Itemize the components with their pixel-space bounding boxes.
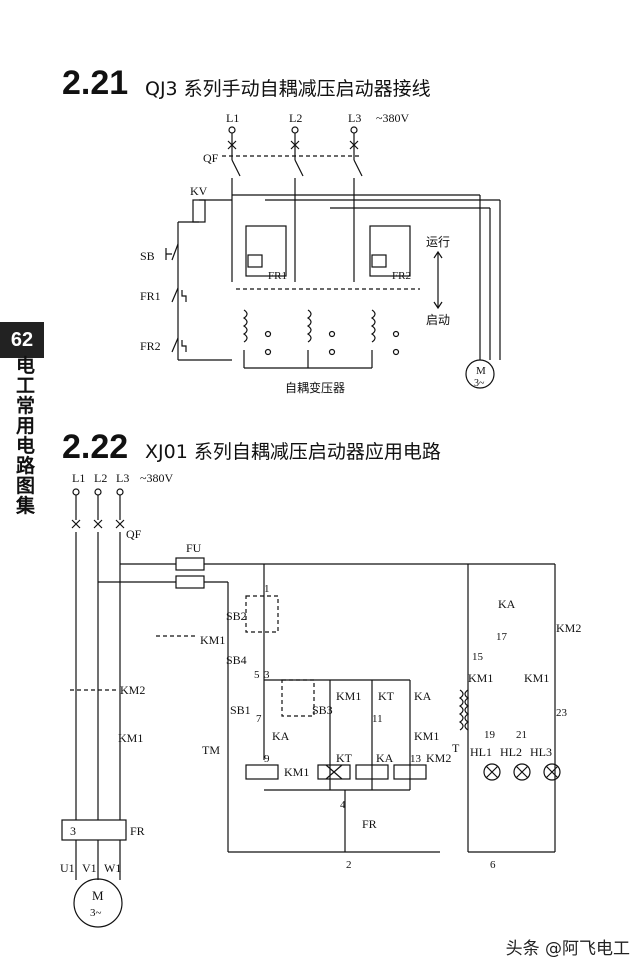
node-2: 2 xyxy=(346,859,352,871)
label-t: T xyxy=(452,741,460,755)
label-ka-hl: KA xyxy=(498,597,516,611)
label-km1-hl-b: KM1 xyxy=(524,671,549,685)
node-4: 4 xyxy=(340,799,346,811)
label-km1-contact: KM1 xyxy=(336,689,361,703)
label-voltage: ~380V xyxy=(376,111,409,125)
label-v1: V1 xyxy=(82,861,97,875)
label-motor-1: M xyxy=(476,365,486,377)
label-start: 启动 xyxy=(426,313,450,327)
label-l3: L3 xyxy=(348,111,361,125)
label-autotransformer: 自耦变压器 xyxy=(285,380,345,395)
label-sb1: SB1 xyxy=(230,703,251,717)
label-motor-phase-1: 3~ xyxy=(474,378,485,389)
label-km2-hl: KM2 xyxy=(556,621,581,635)
watermark: 头条 @阿飞电工 xyxy=(505,939,630,959)
label-motor-2: M xyxy=(92,888,104,903)
label-sb4: SB4 xyxy=(226,653,247,667)
label-tm: TM xyxy=(202,743,220,757)
label-voltage-2: ~380V xyxy=(140,471,173,485)
label-fr1-heater: FR1 xyxy=(268,270,287,282)
label-fr-contact: FR xyxy=(362,817,377,831)
label-km2-coil: KM2 xyxy=(426,751,451,765)
label-ka-contact: KA xyxy=(414,689,432,703)
label-qf: QF xyxy=(203,151,219,165)
node-6: 6 xyxy=(490,859,496,871)
label-motor-phase-2: 3~ xyxy=(90,907,102,919)
node-19: 19 xyxy=(484,729,496,741)
label-km1-hl-a: KM1 xyxy=(468,671,493,685)
section-2-22-number: 2.22 xyxy=(62,428,129,466)
section-2-22-title: XJ01 系列自耦减压启动器应用电路 xyxy=(145,441,441,463)
label-qf-2: QF xyxy=(126,527,142,541)
section-2-21-number: 2.21 xyxy=(62,64,129,102)
label-ka-coil: KA xyxy=(376,751,394,765)
label-run: 运行 xyxy=(426,235,450,249)
label-l1-2: L1 xyxy=(72,471,85,485)
label-w1: W1 xyxy=(104,861,121,875)
node-21: 21 xyxy=(516,729,527,741)
node-1: 1 xyxy=(264,583,270,595)
diagram-2-22: L1 L2 L3 ~380V QF FU 1 3 5 7 9 11 13 4 2… xyxy=(60,471,581,928)
label-km1-nc: KM1 xyxy=(414,729,439,743)
label-l2: L2 xyxy=(289,111,302,125)
label-l2-2: L2 xyxy=(94,471,107,485)
node-3: 3 xyxy=(264,669,270,681)
label-km1-main: KM1 xyxy=(200,633,225,647)
label-fr2-heater: FR2 xyxy=(392,270,411,282)
label-hl1: HL1 xyxy=(470,745,492,759)
label-fu: FU xyxy=(186,541,202,555)
label-kt-contact: KT xyxy=(378,689,395,703)
page-number-tab: 62 xyxy=(0,322,44,358)
label-km1-star: KM1 xyxy=(118,731,143,745)
label-kv: KV xyxy=(190,184,208,198)
label-kt-coil: KT xyxy=(336,751,353,765)
node-23: 23 xyxy=(556,707,568,719)
label-sb: SB xyxy=(140,249,155,263)
label-sb3: SB3 xyxy=(312,703,333,717)
label-u1: U1 xyxy=(60,861,75,875)
label-fr1: FR1 xyxy=(140,289,161,303)
label-sb2: SB2 xyxy=(226,609,247,623)
section-2-21-title: QJ3 系列手动自耦减压启动器接线 xyxy=(145,78,431,100)
node-13: 13 xyxy=(410,753,422,765)
label-hl2: HL2 xyxy=(500,745,522,759)
label-ka-nc: KA xyxy=(272,729,290,743)
label-l3-2: L3 xyxy=(116,471,129,485)
label-fr-main: FR xyxy=(130,824,145,838)
node-15: 15 xyxy=(472,651,484,663)
node-17: 17 xyxy=(496,631,508,643)
label-hl3: HL3 xyxy=(530,745,552,759)
label-l1: L1 xyxy=(226,111,239,125)
label-km2-main: KM2 xyxy=(120,683,145,697)
node-5: 5 xyxy=(254,669,260,681)
node-11: 11 xyxy=(372,713,383,725)
label-fr-block: 3 xyxy=(70,824,76,838)
label-km1-coil: KM1 xyxy=(284,765,309,779)
node-9: 9 xyxy=(264,753,270,765)
node-7: 7 xyxy=(256,713,262,725)
diagram-2-21: L1 L2 L3 ~380V QF KV SB FR1 FR2 FR1 FR2 … xyxy=(140,111,501,395)
book-title-vertical: 电工常用电路图集 xyxy=(16,355,36,517)
label-fr2: FR2 xyxy=(140,339,161,353)
